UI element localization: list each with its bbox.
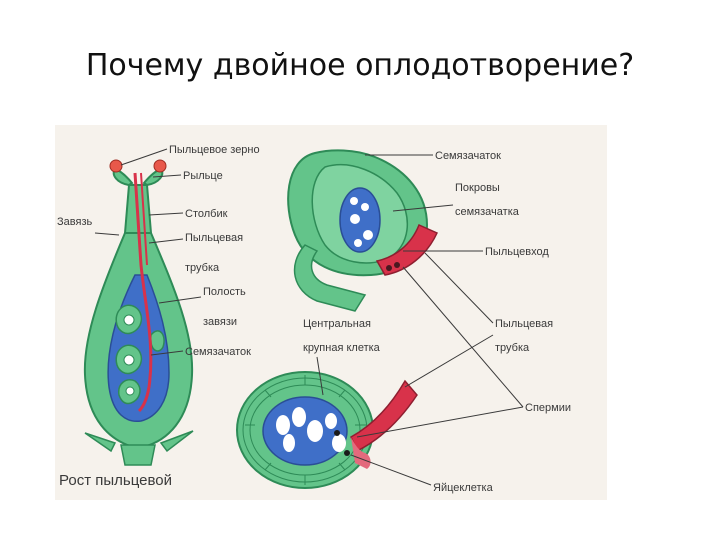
central-cell-nucleus	[307, 420, 323, 442]
cell-b	[361, 203, 369, 211]
sperm-dot-3	[334, 430, 340, 436]
label-pollen-grain: Пыльцевое зерно	[169, 144, 260, 156]
fertilization-diagram: Пыльцевое зерно Рыльце Завязь Столбик Пы…	[55, 125, 607, 500]
label-egg-cell: Яйцеклетка	[433, 482, 494, 494]
sperm-dot-1	[394, 262, 400, 268]
slide-title: Почему двойное оплодотворение?	[85, 48, 635, 83]
sperm-dot-2	[386, 265, 392, 271]
ovule-bottom-left-core	[125, 386, 135, 396]
cell-e	[354, 239, 362, 247]
embryo-sac	[262, 396, 348, 466]
label-integuments-2: семязачатка	[455, 206, 520, 218]
pollen-grain-left	[109, 159, 123, 173]
cell-a	[350, 197, 358, 205]
pollen-tube-ovule	[375, 223, 438, 276]
label-central-cell-1: Центральная	[303, 318, 371, 330]
label-pollen-tube-right-1: Пыльцевая	[495, 318, 553, 330]
label-ovary-cavity-2: завязи	[203, 316, 237, 328]
label-stigma: Рыльце	[183, 170, 223, 182]
pistil	[83, 159, 194, 466]
ovule-right	[150, 330, 165, 352]
embryo-sac-section	[236, 371, 418, 489]
label-ovule-top: Семязачаток	[435, 150, 501, 162]
label-integuments-1: Покровы	[455, 182, 500, 194]
receptacle	[120, 444, 156, 466]
label-ovule-left: Семязачаток	[185, 346, 251, 358]
central-cell-a	[276, 415, 290, 435]
label-ovary: Завязь	[57, 216, 92, 228]
diagram-svg: Пыльцевое зерно Рыльце Завязь Столбик Пы…	[55, 125, 607, 500]
ovule-top-left-core	[123, 314, 135, 326]
label-pollen-tube-1: Пыльцевая	[185, 232, 243, 244]
pollen-tube-pistil-2	[140, 172, 148, 266]
egg-cell-shape	[332, 434, 346, 452]
pollen-tube-pistil	[133, 172, 153, 413]
label-micropyle: Пыльцевход	[485, 246, 549, 258]
ovule-detail	[287, 149, 438, 312]
leader-lines	[94, 148, 524, 486]
ovule-mid-left-core	[123, 354, 135, 366]
label-central-cell-2: крупная клетка	[303, 342, 381, 354]
antipodal-cell	[283, 434, 295, 452]
cell-c	[350, 214, 360, 224]
label-pollen-tube-2: трубка	[185, 262, 220, 274]
sepal-left	[84, 432, 117, 453]
sepal-right	[159, 430, 194, 453]
label-caption: Рост пыльцевой	[59, 472, 172, 489]
synergid-cell	[325, 413, 337, 429]
label-sperm: Спермии	[525, 402, 571, 414]
pollen-grain-right	[153, 159, 167, 173]
funiculus	[293, 244, 367, 312]
label-pollen-tube-right-2: трубка	[495, 342, 530, 354]
label-ovary-cavity-1: Полость	[203, 286, 246, 298]
sperm-dot-4	[344, 450, 350, 456]
central-cell-b	[292, 407, 306, 427]
cell-d	[363, 230, 373, 240]
label-style: Столбик	[185, 208, 228, 220]
